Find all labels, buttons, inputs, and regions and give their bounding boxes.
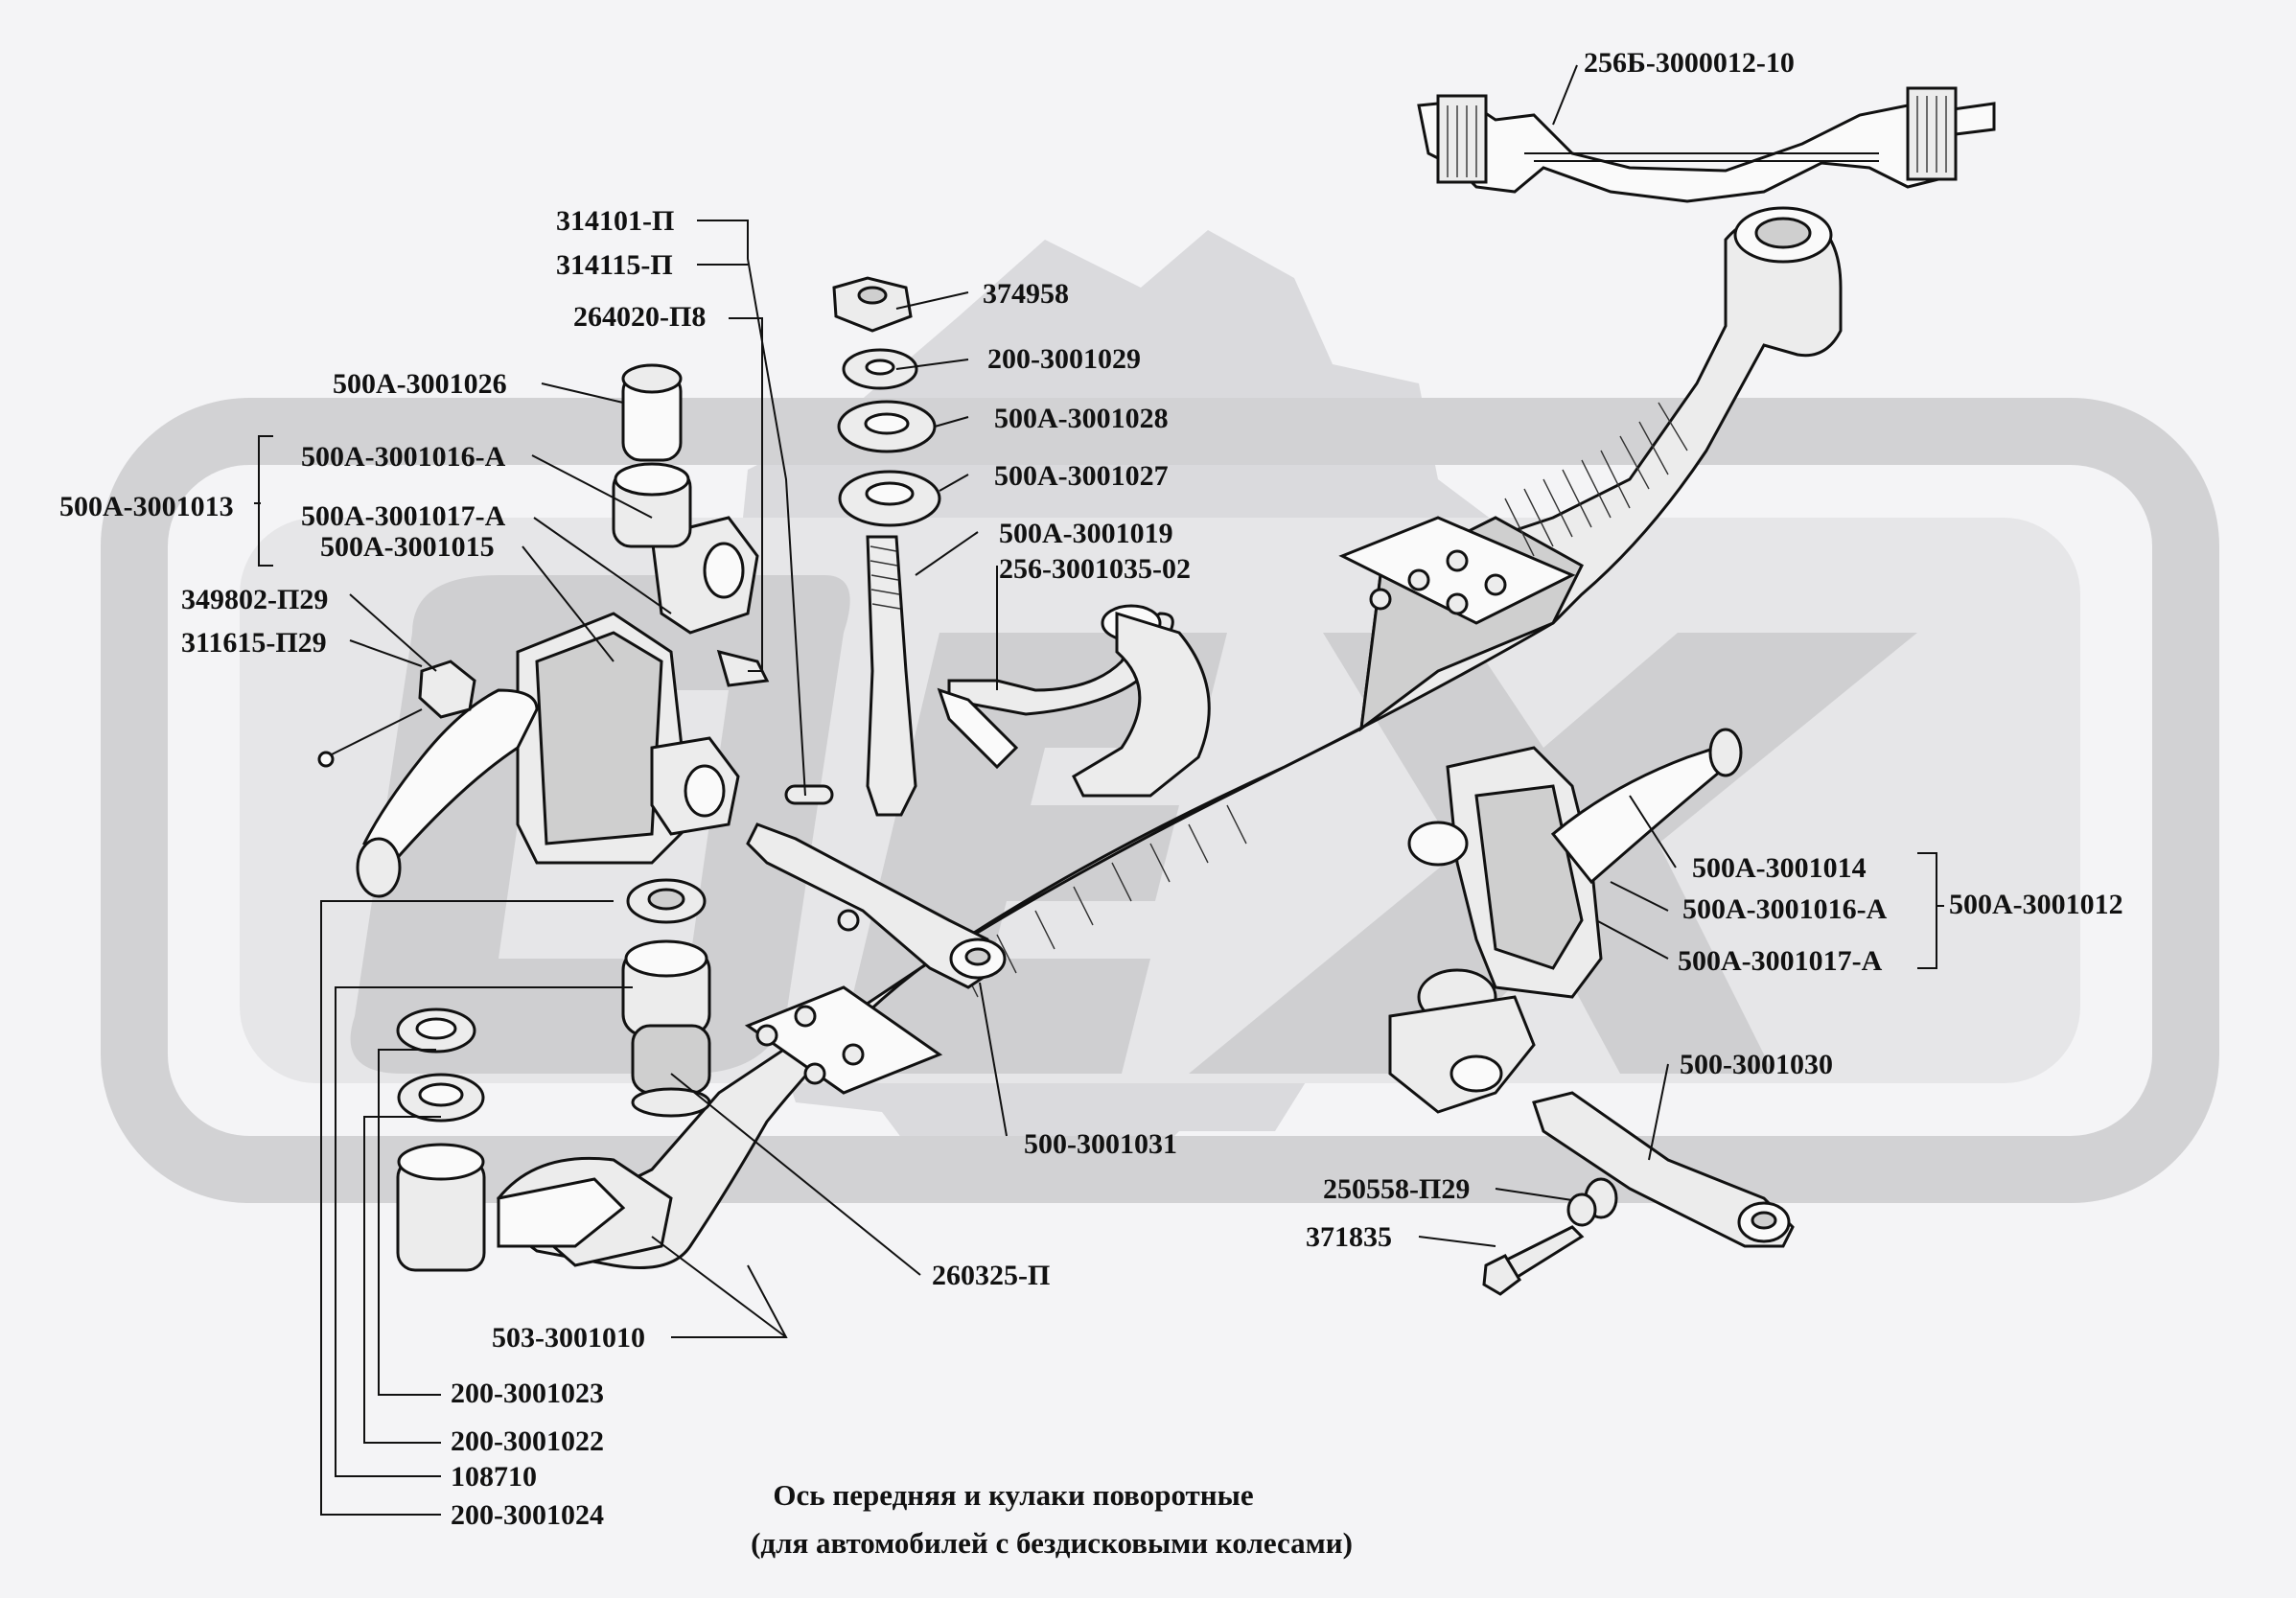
king-pin-bushing-lower <box>621 939 711 1118</box>
label-314101-p: 314101-П <box>556 205 674 237</box>
label-500a-3001016-a-right: 500А-3001016-А <box>1682 893 1888 925</box>
steering-arm <box>937 604 1211 798</box>
label-200-3001023: 200-3001023 <box>451 1378 604 1409</box>
left-lower-arm <box>396 1143 626 1272</box>
caption: Ось передняя и кулаки поворотные (для ав… <box>751 1478 1353 1560</box>
label-311615-p29: 311615-П29 <box>181 627 327 659</box>
axle-assembly-inset <box>1417 86 1996 203</box>
label-500-3001030: 500-3001030 <box>1680 1049 1833 1080</box>
left-bushing-upper <box>621 363 683 462</box>
label-500a-3001019: 500А-3001019 <box>999 518 1173 549</box>
left-nut <box>317 660 476 768</box>
washer-200-3001023 <box>396 1007 476 1054</box>
stack-washer-1 <box>842 348 918 390</box>
king-pin-washer-left <box>626 878 707 924</box>
label-256-3001035-02: 256-3001035-02 <box>999 553 1191 585</box>
front-axle-beam <box>496 206 1843 1269</box>
label-250558-p29: 250558-П29 <box>1323 1173 1470 1205</box>
stack-washer-3 <box>838 470 941 527</box>
label-256b-3000012-10: 256Б-3000012-10 <box>1584 47 1795 79</box>
left-bushing-mid <box>612 462 692 548</box>
label-264020-p8: 264020-П8 <box>573 301 706 333</box>
callouts: 256Б-3000012-10 314101-П 314115-П 264020… <box>59 47 2123 1531</box>
stack-nut <box>832 276 913 333</box>
label-200-3001024: 200-3001024 <box>451 1499 604 1531</box>
label-108710: 108710 <box>451 1461 537 1493</box>
tie-rod-lever-right <box>1532 1091 1795 1248</box>
label-200-3001029: 200-3001029 <box>987 343 1141 375</box>
tie-rod-lever-left <box>746 822 1007 989</box>
label-500a-3001028: 500А-3001028 <box>994 403 1169 434</box>
stack-washer-2 <box>837 400 937 453</box>
label-500a-3001014: 500А-3001014 <box>1692 852 1867 884</box>
watermark-logo <box>101 230 2219 1203</box>
label-500a-3001012: 500А-3001012 <box>1949 889 2123 920</box>
right-nut-washer <box>1566 1177 1618 1227</box>
leader-lines <box>254 64 1944 1516</box>
label-314115-p: 314115-П <box>556 249 673 281</box>
label-500a-3001026: 500А-3001026 <box>333 368 507 400</box>
cotter-pin <box>784 784 834 805</box>
caption-line-2: (для автомобилей с бездисковыми колесами… <box>751 1526 1353 1560</box>
right-knuckle <box>1388 728 1743 1114</box>
label-500a-3001013: 500А-3001013 <box>59 491 234 522</box>
label-503-3001010: 503-3001010 <box>492 1322 645 1354</box>
label-500a-3001027: 500А-3001027 <box>994 460 1169 492</box>
label-200-3001022: 200-3001022 <box>451 1425 604 1457</box>
label-260325-p: 260325-П <box>932 1260 1050 1291</box>
label-500a-3001015: 500А-3001015 <box>320 531 495 563</box>
label-349802-p29: 349802-П29 <box>181 584 328 615</box>
washer-200-3001022 <box>397 1073 485 1123</box>
king-pin <box>866 535 917 817</box>
left-knuckle <box>356 516 759 898</box>
label-500a-3001017-a-left: 500А-3001017-А <box>301 500 506 532</box>
label-500a-3001017-a-right: 500А-3001017-А <box>1678 945 1883 977</box>
label-500a-3001016-a-left: 500А-3001016-А <box>301 441 506 473</box>
right-bolt <box>1482 1225 1585 1296</box>
label-374958: 374958 <box>983 278 1069 310</box>
label-371835: 371835 <box>1306 1221 1392 1253</box>
label-500-3001031: 500-3001031 <box>1024 1128 1177 1160</box>
caption-line-1: Ось передняя и кулаки поворотные <box>773 1478 1253 1512</box>
grease-fitting <box>716 649 770 687</box>
